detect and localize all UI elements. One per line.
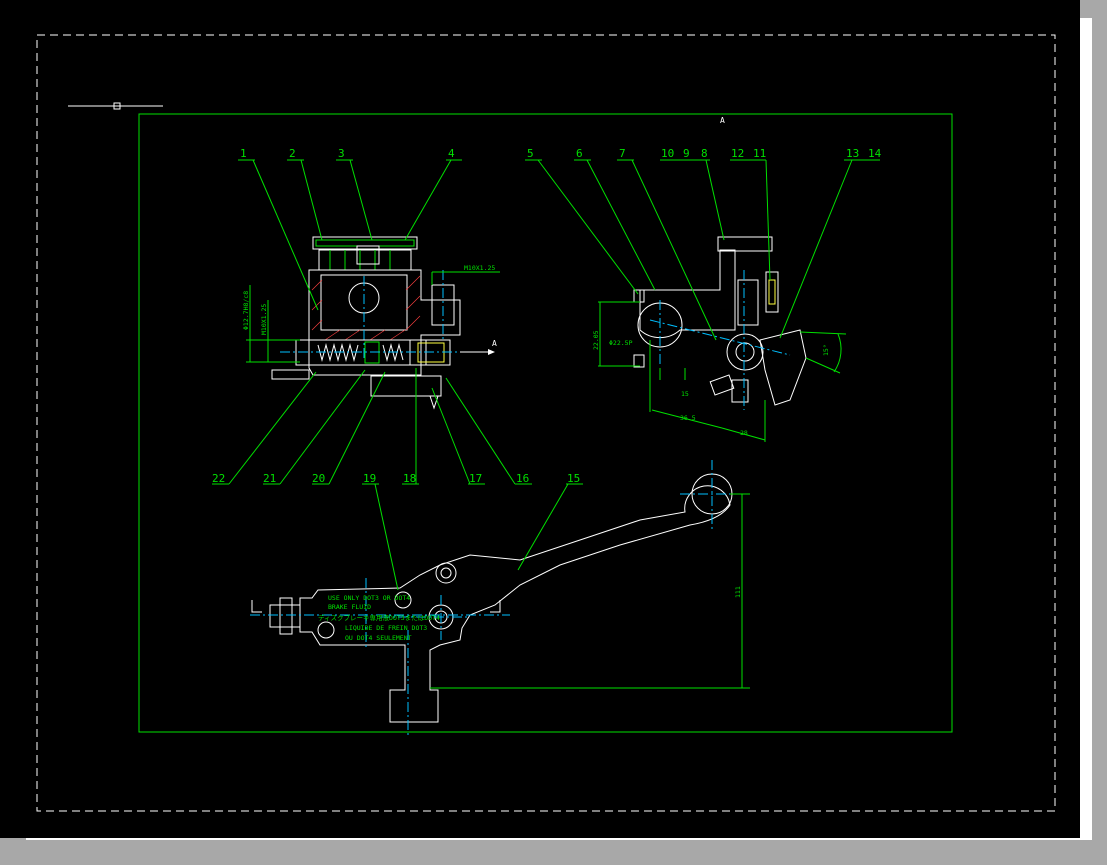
part-5: 5	[527, 147, 534, 160]
part-18: 18	[403, 472, 416, 485]
dim-thread-top: M10X1.25	[464, 264, 495, 272]
part-19: 19	[363, 472, 376, 485]
dim-thread-side: M10X1.25	[260, 304, 268, 335]
part-15: 15	[567, 472, 580, 485]
part-14: 14	[868, 147, 882, 160]
part-10: 10	[661, 147, 674, 160]
part-3: 3	[338, 147, 345, 160]
leaders-bottom	[362, 483, 583, 591]
leaders-left	[212, 159, 532, 485]
drawing-sheet	[0, 0, 1080, 838]
dim-angle: 15°	[822, 344, 830, 356]
label-line-1: USE ONLY DOT3 OR DOT4	[328, 594, 410, 602]
part-7: 7	[619, 147, 626, 160]
dim-bore-dia: Φ12.7H8/c8	[242, 291, 250, 330]
part-11: 11	[753, 147, 766, 160]
dim-15: 15	[681, 390, 689, 398]
part-17: 17	[469, 472, 482, 485]
part-21: 21	[263, 472, 276, 485]
dim-28: 28	[740, 429, 748, 437]
part-4: 4	[448, 147, 455, 160]
part-22: 22	[212, 472, 225, 485]
part-16: 16	[516, 472, 529, 485]
part-12: 12	[731, 147, 744, 160]
clamp-side-view: 22.05 Φ22.5P 15 36.5 28 15°	[592, 236, 847, 442]
master-cylinder-section: A Φ12.7H8/c8 M10X1.25 M10X1.25	[242, 236, 500, 410]
section-marker-top: A	[720, 116, 725, 125]
print-boundary	[36, 34, 1056, 812]
label-line-5: OU DOT4 SEULEMENT	[345, 634, 412, 642]
dim-clamp-dia: Φ22.5P	[609, 339, 633, 347]
dim-36-5: 36.5	[680, 414, 696, 422]
scale-slider[interactable]	[68, 102, 163, 110]
label-line-3: ディスクブレーキ専用液DOT3またはDOT4	[318, 613, 440, 622]
part-2: 2	[289, 147, 296, 160]
dim-lever-length: 111	[734, 586, 742, 598]
section-marker-right: A	[492, 339, 497, 348]
dim-clamp-width: 22.05	[592, 330, 600, 350]
lever-top-view: USE ONLY DOT3 OR DOT4 BRAKE FLUID ディスクブレ…	[250, 460, 750, 735]
label-line-4: LIQUIDE DE FREIN DOT3	[345, 624, 427, 632]
drawing-frame	[138, 113, 953, 733]
part-6: 6	[576, 147, 583, 160]
part-9: 9	[683, 147, 690, 160]
part-13: 13	[846, 147, 859, 160]
part-8: 8	[701, 147, 708, 160]
part-number-labels: 1 2 3 4 5 6 7 10 9 8 12 11 13 14 22 21 2…	[212, 147, 882, 485]
slider-handle[interactable]	[113, 102, 121, 110]
part-1: 1	[240, 147, 247, 160]
part-20: 20	[312, 472, 325, 485]
label-line-2: BRAKE FLUID	[328, 603, 371, 611]
leaders-right	[525, 159, 880, 341]
